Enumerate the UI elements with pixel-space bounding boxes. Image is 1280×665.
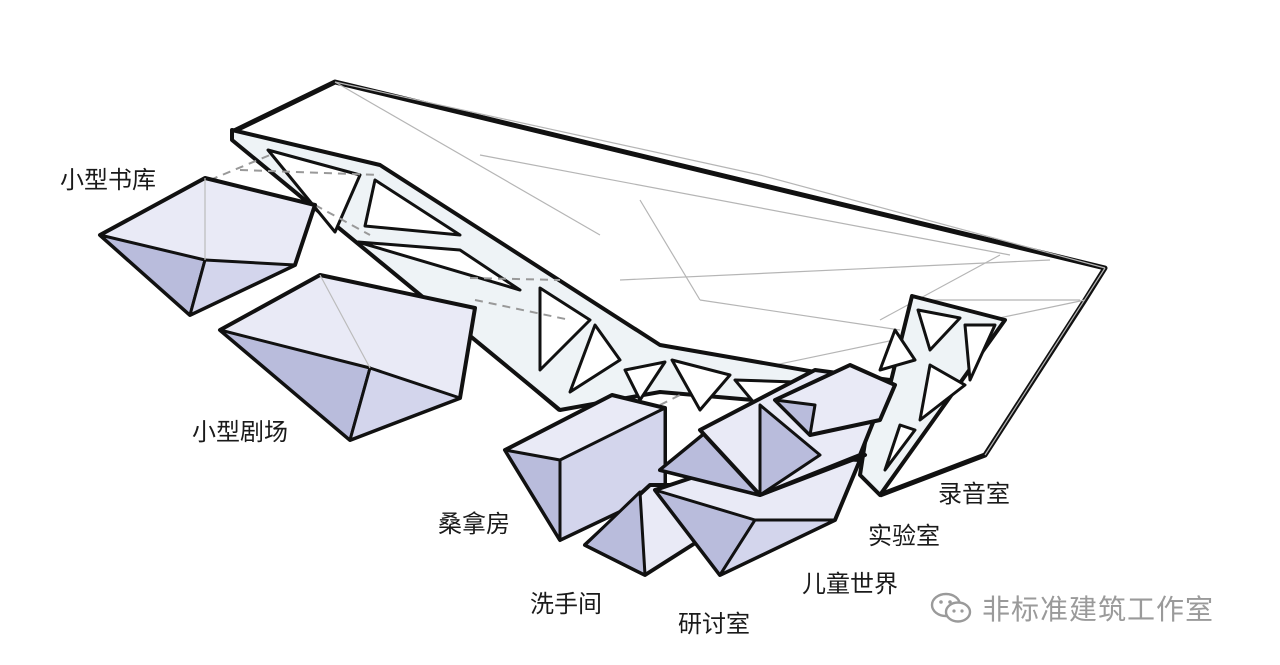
label-laboratory: 实验室 <box>868 522 940 550</box>
label-sauna: 桑拿房 <box>438 510 510 538</box>
recording-room-box <box>773 363 897 437</box>
label-children-world: 儿童世界 <box>802 570 898 598</box>
seminar-room-box <box>653 453 862 577</box>
small-library-box <box>98 176 317 317</box>
label-small-theater: 小型剧场 <box>192 418 288 446</box>
label-small-library: 小型书库 <box>60 166 156 194</box>
label-recording-room: 录音室 <box>938 480 1010 508</box>
dashed-guides <box>209 154 681 406</box>
label-washroom: 洗手间 <box>530 590 602 618</box>
small-theater-box <box>218 273 477 442</box>
wechat-icon <box>930 592 972 623</box>
label-seminar-room: 研讨室 <box>678 610 750 638</box>
watermark-text: 非标准建筑工作室 <box>982 593 1215 626</box>
watermark: 非标准建筑工作室 <box>930 590 1214 626</box>
sauna-box <box>503 393 667 542</box>
